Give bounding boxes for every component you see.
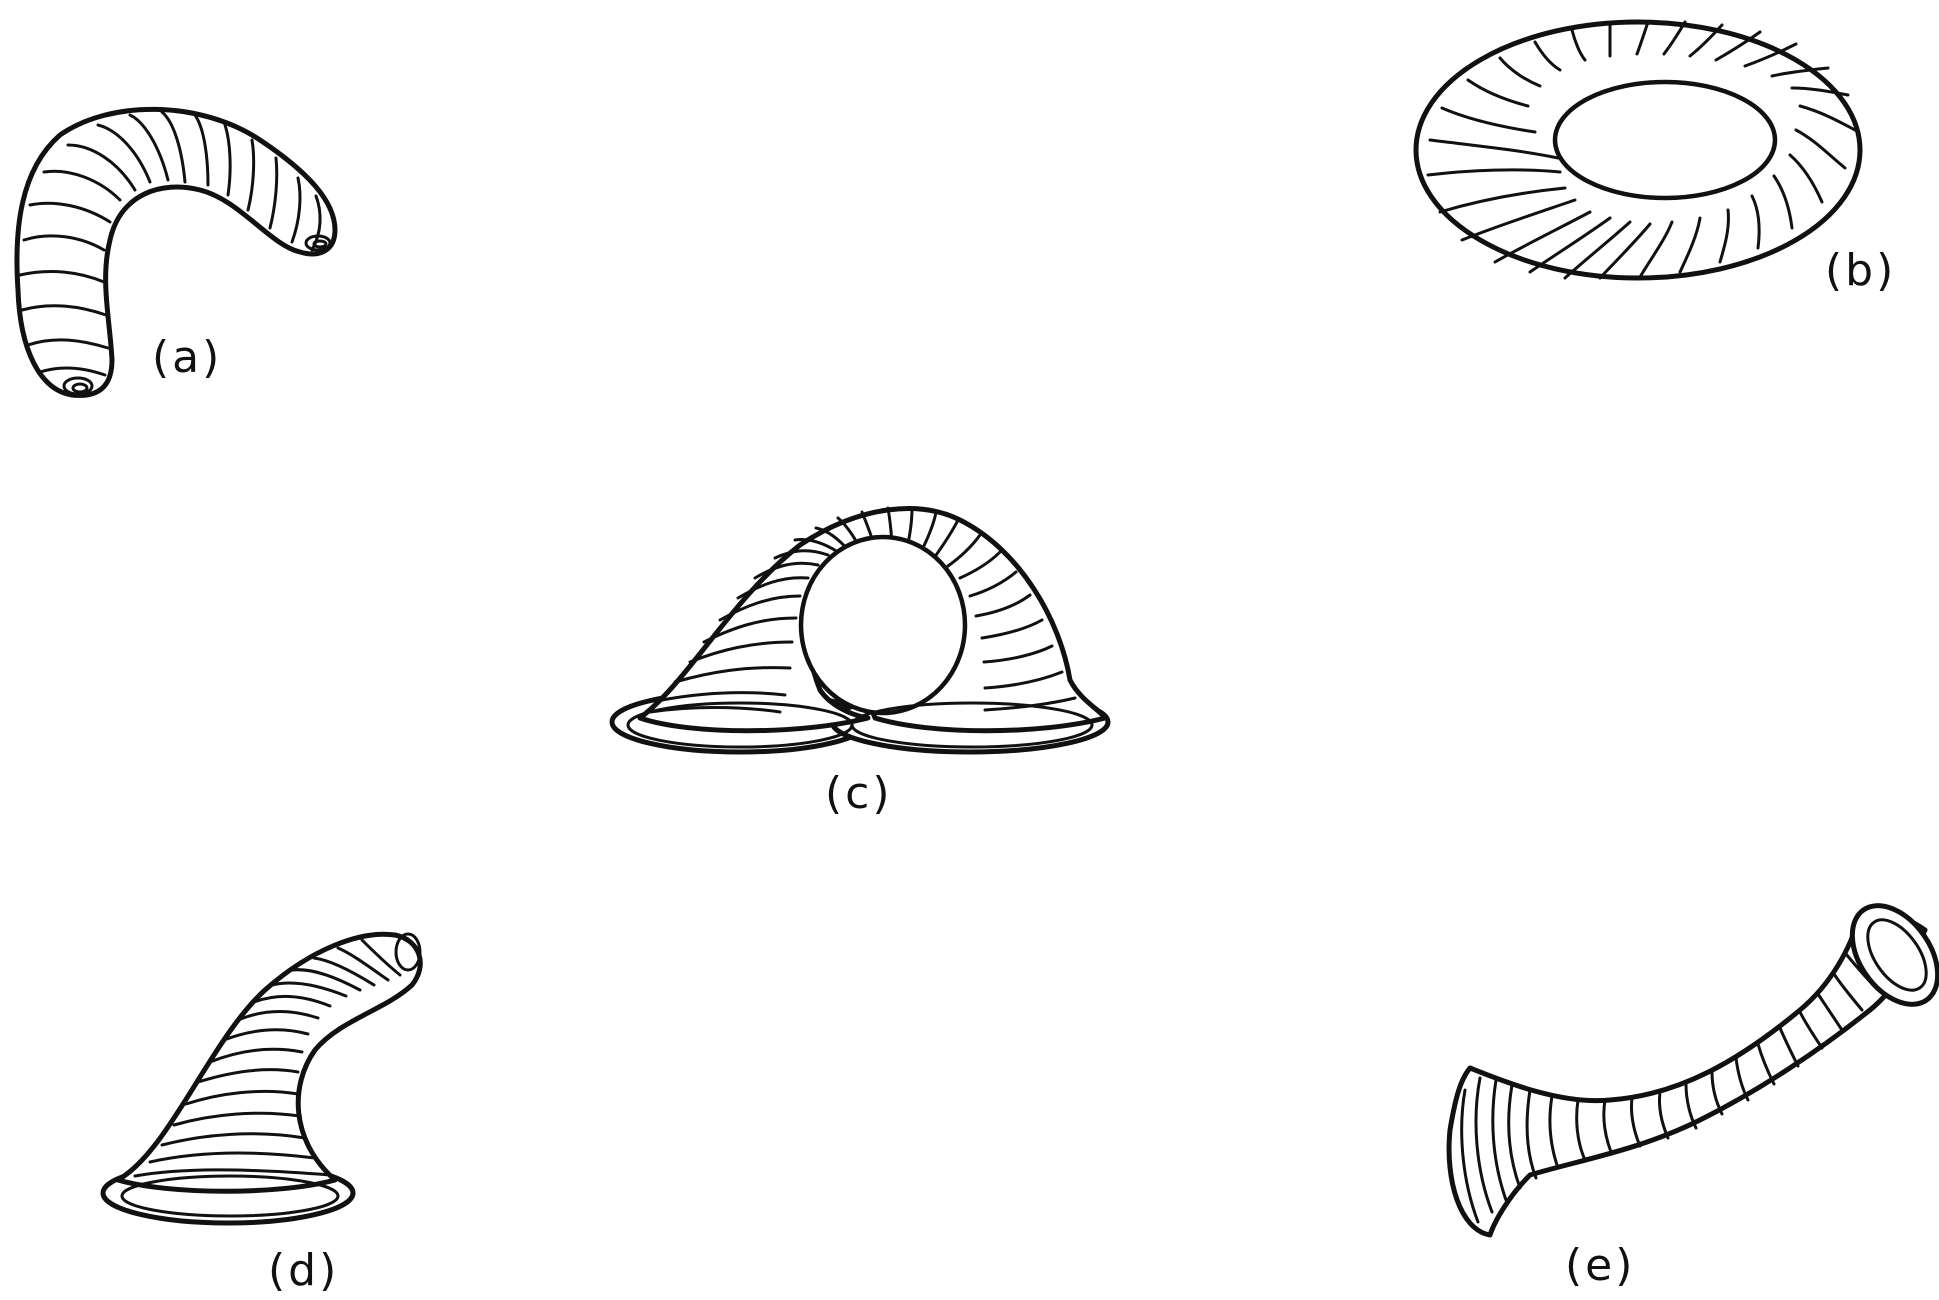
figure-a-label: (a) xyxy=(152,332,222,383)
figure-a: (a) xyxy=(17,109,335,395)
figure-d: (d) xyxy=(103,934,420,1296)
figure-d-label: (d) xyxy=(268,1245,339,1296)
figure-b: (b) xyxy=(1416,22,1896,296)
figure-e-label: (e) xyxy=(1565,1240,1635,1291)
figure-c: (c) xyxy=(612,508,1108,819)
figure-b-label: (b) xyxy=(1825,245,1896,296)
figure-c-label: (c) xyxy=(825,768,893,819)
torus-hole xyxy=(1555,82,1775,198)
figure-e: (e) xyxy=(1449,890,1939,1291)
arch-opening xyxy=(801,537,965,713)
